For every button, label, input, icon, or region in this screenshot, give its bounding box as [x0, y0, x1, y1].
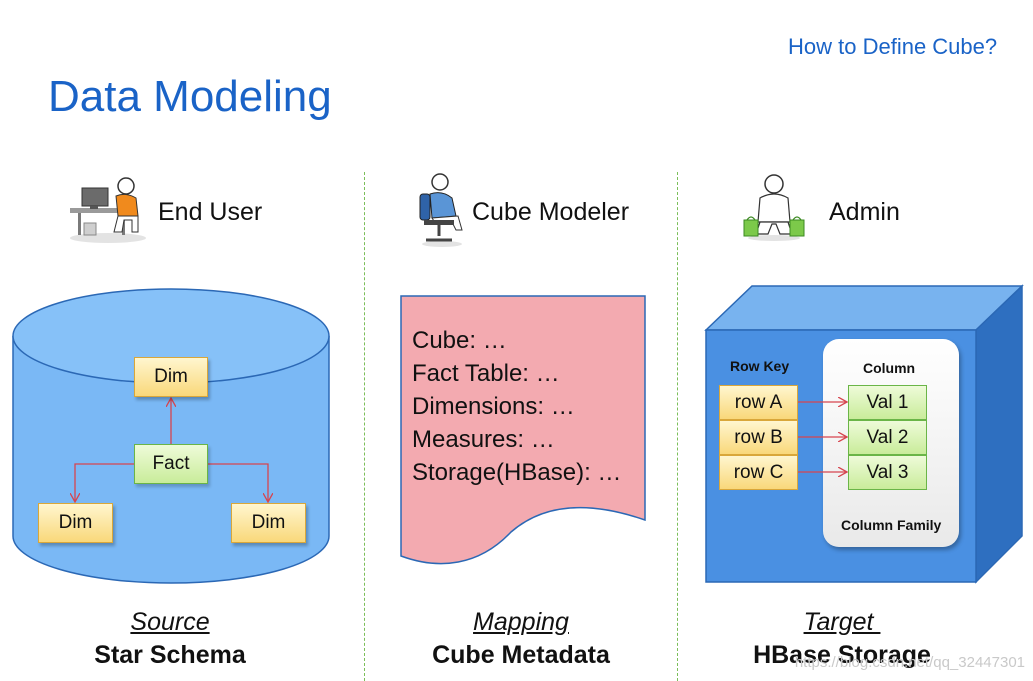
metadata-text-block: Cube: … Fact Table: … Dimensions: … Meas…	[412, 324, 621, 489]
role-admin: Admin	[829, 198, 900, 226]
row-key-cell-b: row B	[719, 420, 798, 455]
caption-mapping: Mapping	[473, 608, 569, 636]
column-label: Column	[863, 360, 916, 376]
column-family-label: Column Family	[841, 517, 942, 533]
row-key-cell-c: row C	[719, 455, 798, 490]
dim-box-left: Dim	[38, 503, 113, 543]
fact-to-right-dim-arrow	[208, 463, 268, 501]
row-key-cell-a: row A	[719, 385, 798, 420]
metadata-document	[400, 295, 646, 565]
caption-star-schema: Star Schema	[94, 641, 246, 669]
value-cell-3: Val 3	[848, 455, 927, 490]
row-key-label: Row Key	[730, 358, 790, 374]
watermark: https://blog.csdn.net/qq_32447301	[794, 654, 1025, 671]
caption-hbase-storage: HBase Storage	[753, 641, 931, 669]
value-cell-1: Val 1	[848, 385, 927, 420]
fact-box: Fact	[134, 444, 208, 484]
person-in-chair-icon	[419, 173, 463, 247]
person-at-computer-icon	[70, 177, 146, 243]
caption-source: Source	[130, 608, 210, 636]
fact-to-left-dim-arrow	[75, 463, 134, 501]
metadata-line-fact-table: Fact Table: …	[412, 360, 560, 387]
page-title: Data Modeling	[48, 72, 332, 121]
dim-box-right: Dim	[231, 503, 306, 543]
how-to-define-cube-link[interactable]: How to Define Cube?	[788, 34, 998, 59]
value-cell-2: Val 2	[848, 420, 927, 455]
metadata-line-storage: Storage(HBase): …	[412, 459, 622, 486]
dim-box-top: Dim	[134, 357, 208, 397]
column-divider-left	[364, 172, 365, 681]
caption-cube-metadata: Cube Metadata	[432, 641, 610, 669]
column-divider-right	[677, 172, 678, 681]
metadata-line-measures: Measures: …	[412, 426, 555, 453]
metadata-line-cube: Cube: …	[412, 327, 507, 354]
person-with-bags-icon	[743, 174, 805, 241]
role-cube-modeler: Cube Modeler	[472, 198, 630, 226]
caption-target: Target	[803, 608, 881, 636]
metadata-line-dimensions: Dimensions: …	[412, 393, 575, 420]
role-end-user: End User	[158, 198, 263, 226]
